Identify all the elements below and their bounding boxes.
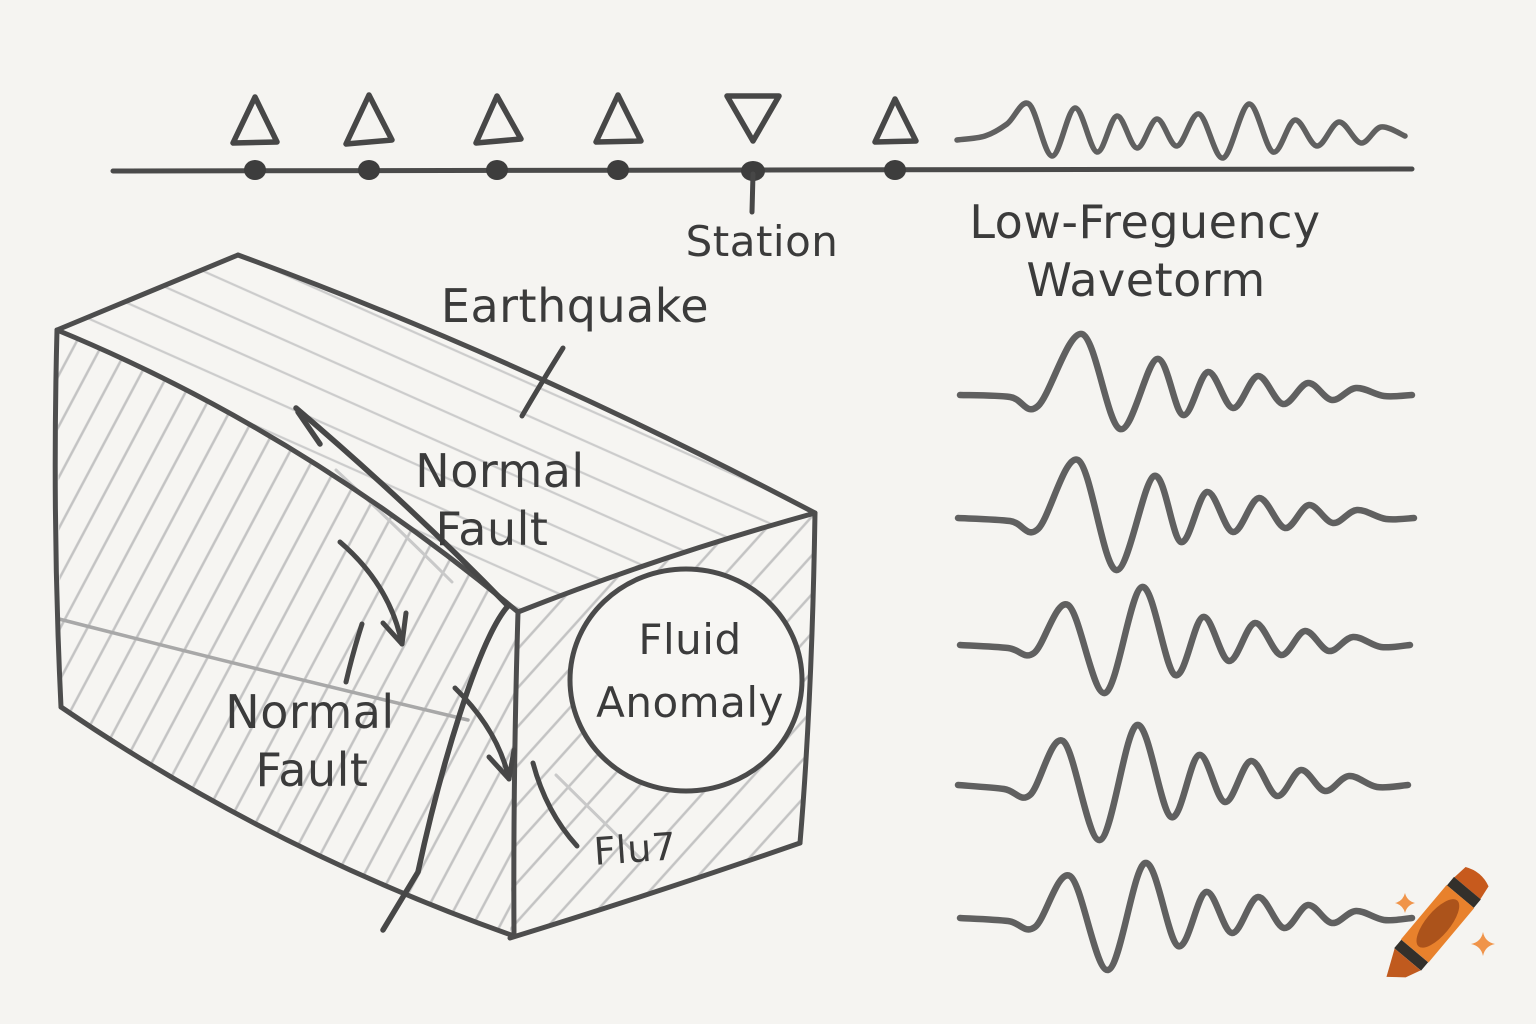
block-bottom-left-edge (58, 704, 517, 939)
block-left-face-hatching (57, 330, 518, 936)
fault-plane-line (293, 405, 511, 609)
flux-label: Flu7 (592, 824, 678, 874)
earthquake-leader-line (519, 345, 566, 419)
station-triangle-icon (230, 94, 280, 146)
normal-fault-top-label-line1: Normal (415, 444, 584, 498)
normal-fault-left-label-line2: Fault (256, 743, 369, 797)
crayon-logo (1386, 867, 1495, 978)
normal-fault-top-label-line2: Fault (436, 502, 549, 556)
crayon-tip (1386, 948, 1421, 978)
waveform-trace-5 (956, 859, 1416, 974)
fault-lower-trace (380, 603, 511, 933)
slip-arrow-2 (452, 685, 512, 782)
crayon-stripe-bottom (1394, 939, 1429, 971)
block-left-face-top-edge (54, 327, 521, 615)
station-triangle-inverted-icon (724, 93, 782, 144)
fault-block-group: Fluid Anomaly Flu7 Earthquake Normal Fau… (52, 252, 818, 941)
block-left-vertical-edge (52, 327, 64, 710)
station-dot (486, 160, 508, 180)
header-waveform-trace (954, 100, 1408, 161)
low-frequency-group: Low-Freguency Wavetorm (954, 100, 1408, 307)
crayon-stripe-top (1446, 876, 1481, 908)
block-front-vertical-edge (511, 609, 521, 939)
station-dot (884, 160, 906, 180)
sparkle-icon (1471, 932, 1495, 956)
normal-fault-left-tick (343, 621, 365, 685)
fluid-path-arc (530, 760, 580, 849)
fault-barb-tick (295, 409, 323, 447)
waveform-trace-3 (956, 583, 1414, 697)
low-frequency-label-line2: Wavetorm (1026, 253, 1265, 307)
sparkle-icon (1395, 893, 1415, 913)
station-triangle-icon (473, 93, 524, 146)
fluid-anomaly-circle (567, 566, 805, 794)
station-triangle-icon (593, 92, 644, 145)
survey-line-group: Station (110, 92, 1415, 266)
fluid-anomaly-label-line2: Anomaly (596, 678, 784, 727)
crayon-oval (1416, 899, 1460, 948)
block-bottom-right-edge (507, 840, 803, 941)
station-label: Station (686, 217, 839, 266)
station-triangle-icon (872, 96, 919, 145)
block-right-vertical-edge (797, 510, 818, 846)
block-right-face-top-edge (515, 510, 818, 615)
station-dot (741, 161, 765, 181)
station-dot (244, 160, 266, 180)
crayon-cap (1454, 867, 1489, 900)
block-back-left-edge (54, 252, 241, 333)
station-dot (358, 160, 380, 180)
slip-arrow-1 (337, 539, 405, 647)
station-dot (607, 160, 629, 180)
pencil-smudge-line (334, 468, 454, 584)
fluid-path-faint-line (554, 773, 642, 860)
waveform-trace-1 (956, 330, 1416, 433)
low-frequency-label-line1: Low-Freguency (969, 195, 1320, 249)
earthquake-label: Earthquake (441, 279, 709, 333)
waveform-trace-2 (954, 456, 1418, 574)
stratigraphic-layer-line (57, 617, 470, 722)
fluid-anomaly-label-line1: Fluid (638, 615, 741, 664)
station-label-tick (749, 171, 756, 215)
waveform-stack-group (954, 330, 1418, 974)
station-triangle-icon (343, 92, 395, 147)
slip-arrow-2-head (486, 747, 517, 782)
block-ridge-edge (235, 252, 818, 516)
slip-arrow-1-head (380, 610, 409, 647)
block-top-face-hatching (57, 255, 815, 612)
waveform-trace-4 (954, 721, 1412, 844)
normal-fault-left-label-line1: Normal (225, 685, 394, 739)
